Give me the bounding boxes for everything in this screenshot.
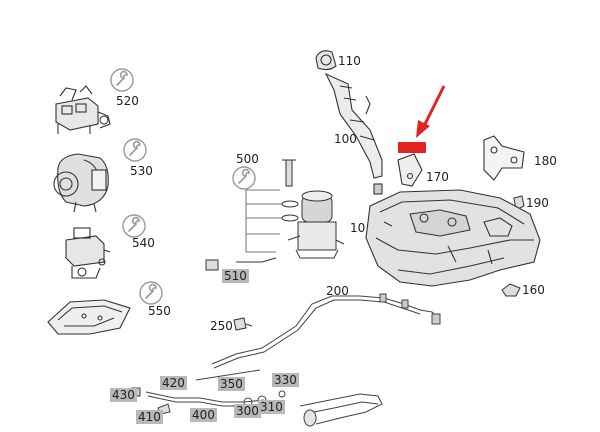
wrench-icon-500	[232, 166, 256, 190]
part-170[interactable]	[397, 153, 423, 187]
label-160: 160	[522, 283, 545, 297]
wrench-icon-550	[139, 281, 163, 305]
label-180: 180	[534, 154, 557, 168]
wrench-icon-540	[122, 214, 146, 238]
label-10: 10	[350, 221, 366, 235]
part-540[interactable]	[65, 227, 111, 279]
callout-arrow	[416, 85, 446, 138]
label-550: 550	[148, 304, 171, 318]
label-500: 500	[236, 152, 259, 166]
label-420: 420	[160, 376, 187, 390]
part-110[interactable]	[315, 50, 337, 71]
label-520: 520	[116, 94, 139, 108]
part-500-group[interactable]	[205, 159, 345, 271]
label-310: 310	[258, 400, 285, 414]
label-190: 190	[526, 196, 549, 210]
label-510: 510	[222, 269, 249, 283]
part-100[interactable]	[324, 72, 383, 195]
label-400: 400	[190, 408, 217, 422]
part-200-line[interactable]	[211, 293, 441, 369]
label-170: 170	[426, 170, 449, 184]
label-530: 530	[130, 164, 153, 178]
wrench-icon-520	[110, 68, 134, 92]
label-430: 430	[110, 388, 137, 402]
label-540: 540	[132, 236, 155, 250]
label-250: 250	[210, 319, 233, 333]
wrench-icon-530	[123, 138, 147, 162]
label-100: 100	[334, 132, 357, 146]
label-410: 410	[136, 410, 163, 424]
label-110: 110	[338, 54, 361, 68]
label-330: 330	[272, 373, 299, 387]
part-520[interactable]	[55, 85, 111, 134]
part-180[interactable]	[483, 135, 525, 181]
label-200: 200	[326, 284, 349, 298]
part-160[interactable]	[501, 283, 521, 297]
callout-badge	[398, 142, 426, 153]
part-250[interactable]	[233, 317, 253, 331]
part-550[interactable]	[47, 299, 131, 335]
part-10-tank[interactable]	[365, 189, 541, 287]
part-530[interactable]	[53, 153, 109, 213]
label-300: 300	[234, 404, 261, 418]
label-350: 350	[218, 377, 245, 391]
